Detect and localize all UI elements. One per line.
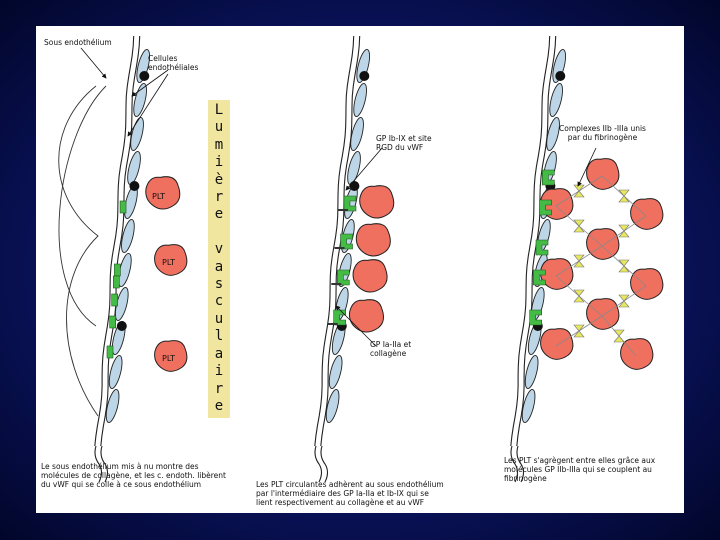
panel1-collagen-d <box>111 293 118 307</box>
panel1-endothelial-cell <box>127 151 141 185</box>
panel2-endothelial-cell <box>353 83 367 117</box>
panel1-wall-inner <box>94 35 135 447</box>
panel2-wall-inner <box>314 35 355 447</box>
panel3-fibrinogen-1-top <box>618 189 630 197</box>
panel3-fibrinogen-4-top <box>573 254 585 262</box>
panel3-fibrinogen-7-bottom <box>618 300 630 308</box>
panel3-receptor-3 <box>533 269 546 286</box>
panel3-fibrinogen-0-top <box>573 184 585 192</box>
panel3-fibrinogen-1-bottom <box>618 195 630 203</box>
lumiere-vasculaire-label: L u m i è r e v a s c u l a i r e <box>214 102 224 414</box>
caption-panel-3: Les PLT s'agrègent entre elles grâce aux… <box>504 456 656 483</box>
panel3-fibrinogen-8-bottom <box>573 330 585 338</box>
panel2-nucleus <box>349 181 360 191</box>
label-gp-ia-iia: GP Ia-IIa et collagène <box>370 340 412 358</box>
panel3-fibrinogen-9-bottom <box>613 335 625 343</box>
panel1-arrow-sous-endothelium <box>80 47 107 79</box>
panel3-platelet-6 <box>586 298 620 330</box>
panel1-nucleus <box>116 321 127 331</box>
panel3-fibrinogen-7-top <box>618 294 630 302</box>
panel1-platelet-1 <box>145 176 181 210</box>
hemostasis-diagram <box>58 35 664 483</box>
panel3-endothelial-cell <box>546 117 560 151</box>
panel3-fibrinogen-6-top <box>573 289 585 297</box>
panel3-platelet-8 <box>620 338 654 370</box>
plt-label-1: PLT <box>152 192 166 201</box>
panel1-subendothelium-curve-2 <box>58 85 107 327</box>
panel1-arrow-cellules-2 <box>127 73 169 137</box>
panel3-fibrinogen-2-bottom <box>573 225 585 233</box>
panel2-endothelial-cell <box>350 117 364 151</box>
panel3-platelet-3 <box>586 228 620 260</box>
panel3-arrow-complexes <box>577 147 597 187</box>
panel3-receptor-4 <box>529 309 542 326</box>
panel2-receptor-3 <box>333 309 346 326</box>
panel3-endothelial-cell <box>524 355 539 389</box>
panel1-collagen-f <box>106 345 114 359</box>
panel1-platelet-2 <box>154 244 188 276</box>
panel2-platelet-0 <box>359 185 395 219</box>
panel2-nucleus <box>359 71 370 81</box>
panel3-fibrinogen-8-top <box>573 324 585 332</box>
panel3-endothelial-cell <box>521 389 536 423</box>
panel3-wall-inner <box>510 35 551 447</box>
panel3-endothelial-cell <box>549 83 563 117</box>
panel3-platelet-2 <box>630 198 664 230</box>
panel3-platelet-4 <box>540 258 574 290</box>
panel2-platelet-2 <box>352 259 388 293</box>
label-complexes-iib-iiia: Complexes IIb -IIIa unis par du fibrinog… <box>559 124 646 142</box>
caption-panel-1: Le sous endothélium mis à nu montre des … <box>41 462 226 489</box>
panel1-endothelial-cell <box>130 117 144 151</box>
panel1-nucleus <box>139 71 150 81</box>
panel2-arrow-gp-ia <box>335 305 377 347</box>
panel1-endothelial-cell <box>108 355 123 389</box>
panel2-endothelial-cell <box>325 389 340 423</box>
panel3-wall-end <box>510 445 525 483</box>
panel3-receptor-0 <box>542 169 555 186</box>
panel1-collagen-c <box>113 275 120 289</box>
panel1-subendothelium-curve-1 <box>58 85 99 417</box>
panel2-platelet-3 <box>348 299 384 333</box>
panel3-fibrinogen-4-bottom <box>573 260 585 268</box>
lumiere-background <box>208 100 230 418</box>
panel3-fibrinogen-5-top <box>618 259 630 267</box>
panel3-fibrinogen-6-bottom <box>573 295 585 303</box>
plt-label-3: PLT <box>162 354 176 363</box>
panel3-platelet-5 <box>630 268 664 300</box>
panel3-receptor-2 <box>535 239 549 256</box>
panel1-platelet-3 <box>154 340 188 372</box>
panel1-nucleus <box>129 181 140 191</box>
panel2-arrow-gp-ib <box>345 147 383 191</box>
panel1-collagen-e <box>109 315 116 329</box>
panel2-wall-end <box>314 445 329 483</box>
label-sous-endothelium: Sous endothélium <box>44 38 112 47</box>
panel2-platelet-1 <box>355 223 391 257</box>
panel1-endothelial-cell <box>121 219 135 253</box>
panel3-receptor-1 <box>539 199 552 216</box>
panel3-fibrinogen-5-bottom <box>618 265 630 273</box>
panel1-arrow-cellules-1 <box>131 69 169 97</box>
panel3-platelet-0 <box>586 158 620 190</box>
plt-label-2: PLT <box>162 258 176 267</box>
panel1-collagen-b <box>114 263 121 277</box>
panel3-fibrinogen-3-top <box>618 224 630 232</box>
panel1-collagen-a <box>119 200 127 214</box>
panel1-wall-outer <box>100 35 141 447</box>
panel1-wall-end <box>94 445 109 483</box>
panel3-platelet-7 <box>540 328 574 360</box>
slide-canvas: L u m i è r e v a s c u l a i r e Sous e… <box>36 26 684 513</box>
panel3-fibrinogen-2-top <box>573 219 585 227</box>
panel1-endothelial-cell <box>105 389 120 423</box>
label-cellules-endotheliales: Cellules endothéliales <box>148 54 199 72</box>
panel2-endothelial-cell <box>328 355 343 389</box>
panel3-nucleus <box>555 71 566 81</box>
panel3-fibrinogen-9-top <box>613 329 625 337</box>
panel3-fibrinogen-3-bottom <box>618 230 630 238</box>
panel1-endothelial-cell <box>133 83 147 117</box>
label-gp-ib-ix: GP Ib-IX et site RGD du vWF <box>376 134 432 152</box>
panel3-fibrinogen-0-bottom <box>573 190 585 198</box>
caption-panel-2: Les PLT circulantes adhèrent au sous end… <box>256 480 444 507</box>
